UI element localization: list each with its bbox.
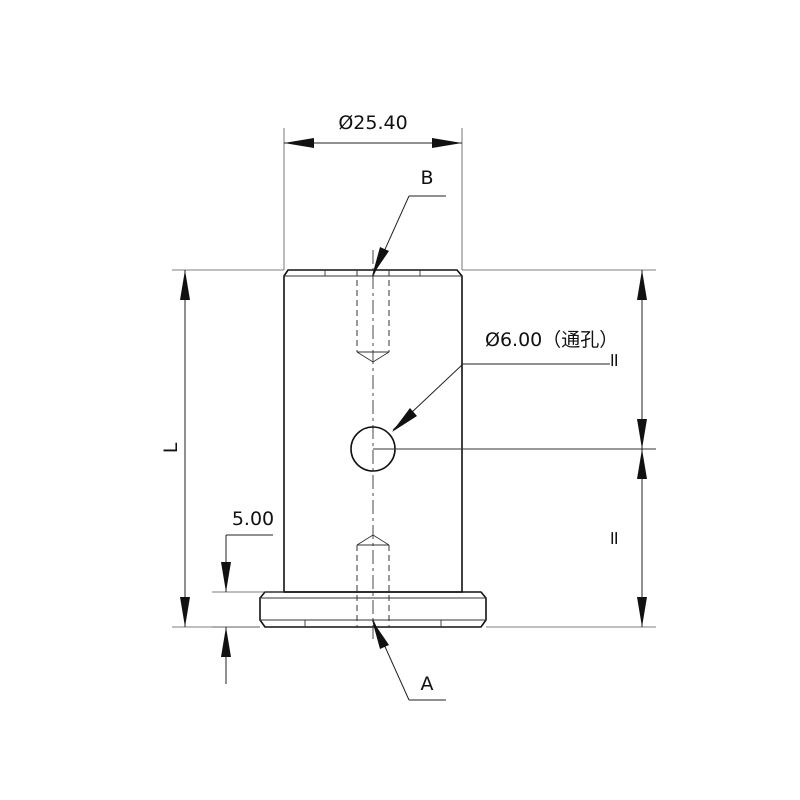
datum-a-label: A [421,673,434,695]
outer-diameter-label: Ø25.40 [338,112,407,134]
length-label: L [160,442,182,453]
datum-b-leader: B [372,167,446,277]
datum-a-leader: A [372,619,446,701]
hole-callout: Ø6.00（通孔） [392,329,618,432]
flange-thickness-label: 5.00 [232,508,274,530]
equal-top-label: = [603,352,625,368]
outer-diameter-dimension: Ø25.40 [283,112,463,270]
equal-bottom-label: = [603,530,625,546]
hole-diameter-label: Ø6.00（通孔） [485,329,618,351]
length-dimension: L [160,269,284,628]
flange-thickness-dimension: 5.00 [212,508,284,684]
equal-spacing-dimension: = = [462,269,656,628]
datum-b-label: B [420,167,433,189]
